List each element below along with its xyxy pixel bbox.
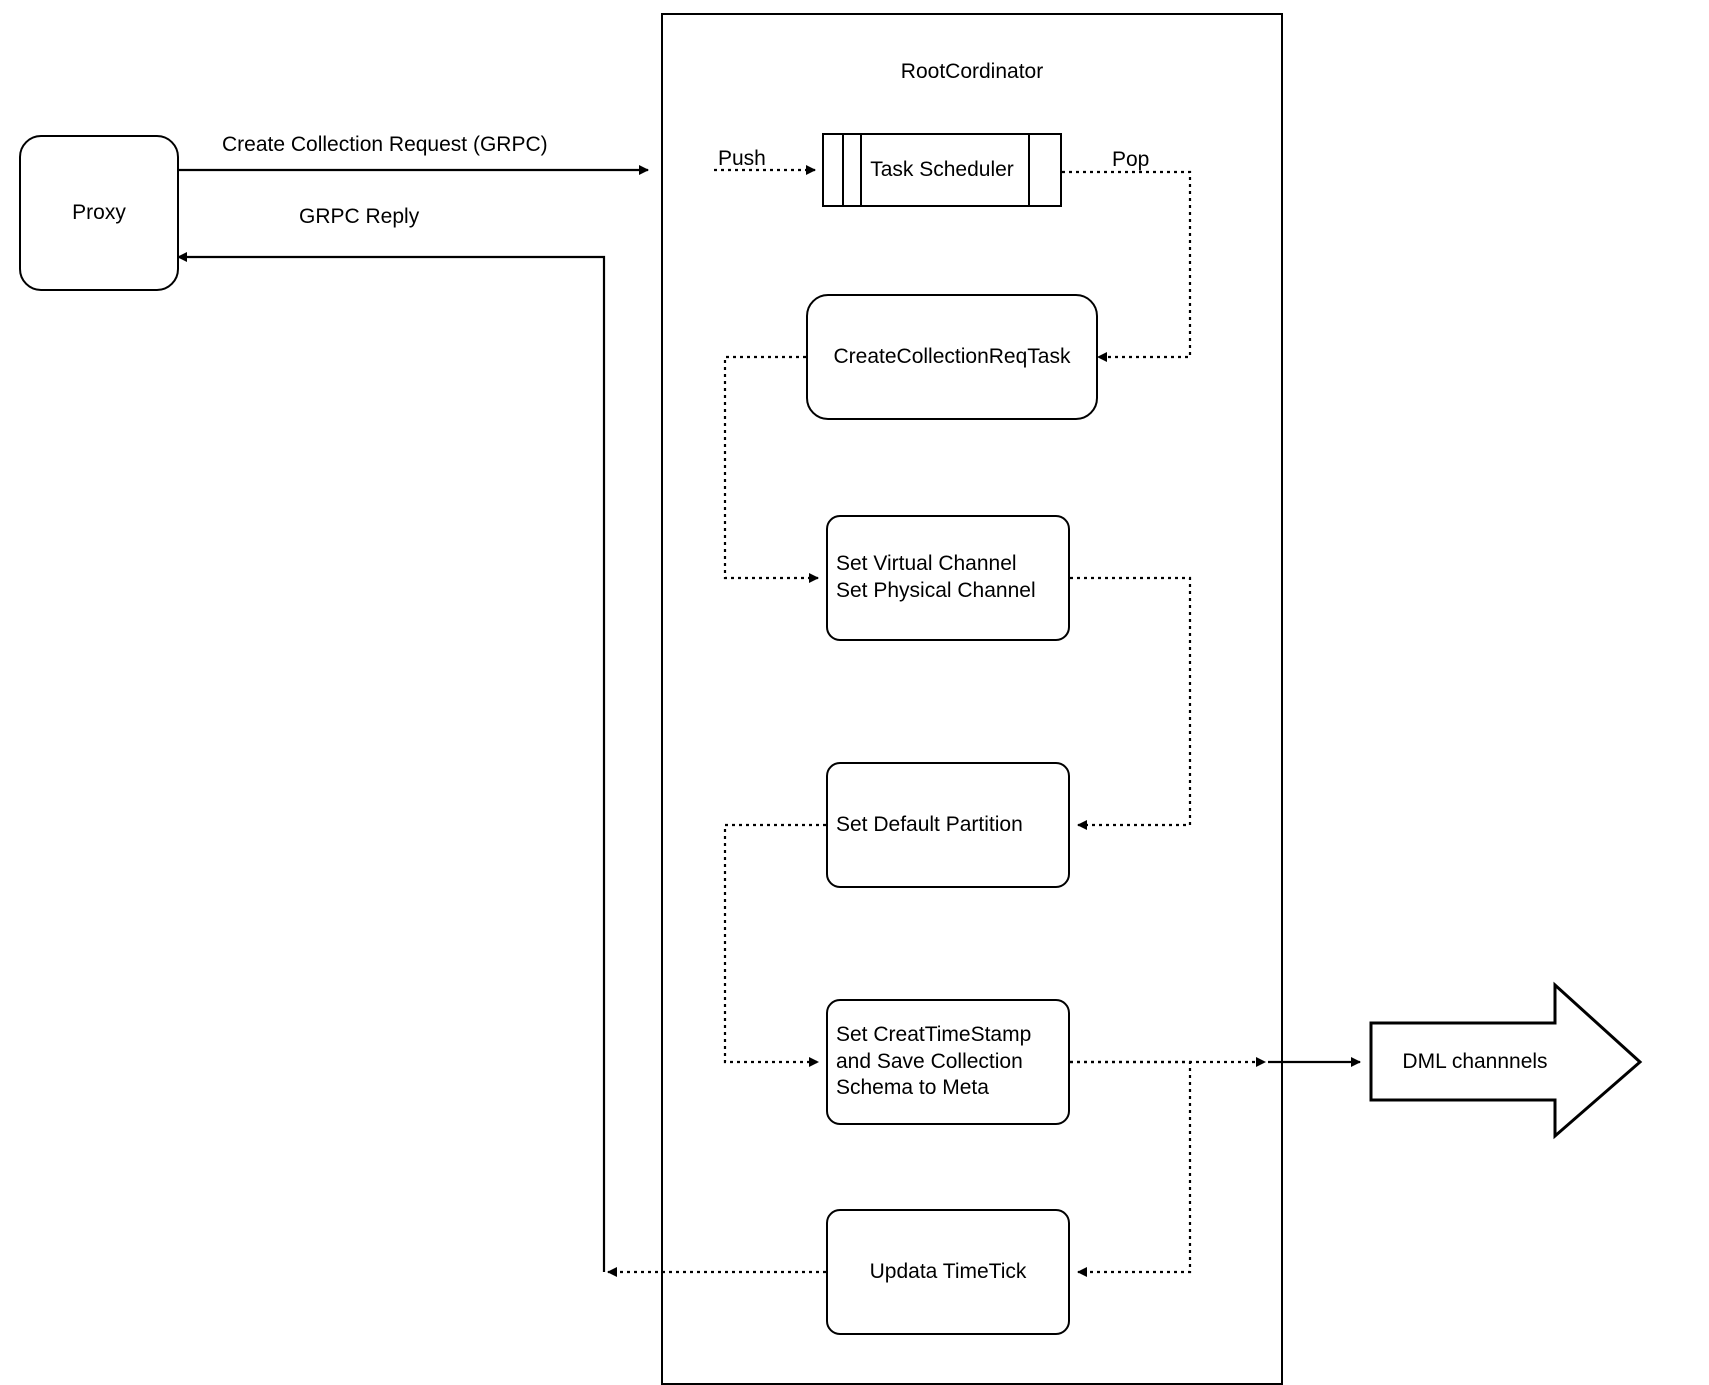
queue-divider-left-icon [842, 135, 844, 205]
node-create-collection-req-task[interactable]: CreateCollectionReqTask [806, 294, 1098, 420]
queue-divider-left-inner-icon [860, 135, 862, 205]
node-update-timetick[interactable]: Updata TimeTick [826, 1209, 1070, 1335]
node-task-scheduler[interactable]: Task Scheduler [822, 133, 1062, 207]
edge-default-partition-to-set-timestamp [723, 823, 826, 1067]
node-set-channels[interactable]: Set Virtual Channel Set Physical Channel [826, 515, 1070, 641]
dml-channels-label: DML channnels [1402, 1050, 1548, 1073]
node-task-scheduler-label: Task Scheduler [870, 157, 1014, 181]
edge-label-create-collection-request: Create Collection Request (GRPC) [222, 133, 548, 156]
edge-task-to-set-channels [723, 355, 819, 583]
edge-label-push: Push [718, 147, 766, 170]
edge-label-pop: Pop [1112, 148, 1150, 171]
node-set-timestamp-save-schema[interactable]: Set CreatTimeStamp and Save Collection S… [826, 999, 1070, 1125]
edge-grpc-reply-to-proxy [177, 252, 606, 1272]
node-set-default-partition[interactable]: Set Default Partition [826, 762, 1070, 888]
edge-set-timestamp-to-update-timetick [1070, 1060, 1192, 1277]
node-proxy[interactable]: Proxy [19, 135, 179, 291]
rootcoordinator-label: RootCordinator [900, 60, 1044, 83]
edge-label-grpc-reply: GRPC Reply [299, 205, 420, 228]
edge-set-channels-to-default-partition [1070, 576, 1192, 830]
queue-divider-right-icon [1028, 135, 1030, 205]
edge-pop-to-create-collection-task [1062, 170, 1192, 362]
dml-channels-arrow-shape [1369, 981, 1643, 1140]
rootcoordinator-container [661, 13, 1283, 1385]
